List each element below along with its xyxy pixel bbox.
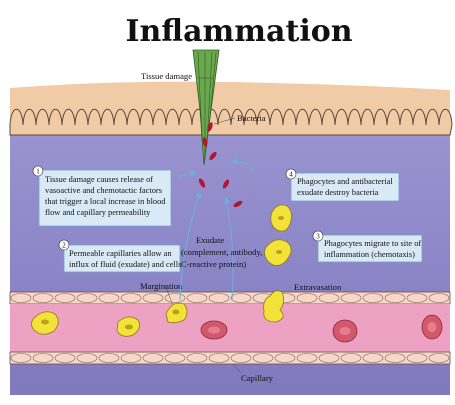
svg-text:1: 1 — [36, 168, 40, 176]
exudate-label-line3: C-reactive protein) — [181, 259, 246, 269]
exudate-label-line2: (complement, antibody, — [181, 247, 262, 257]
callout-2-line: Permeable capillaries allow an — [69, 249, 172, 258]
callout-1-line: that trigger a local increase in blood — [45, 197, 166, 206]
capillary-lumen — [10, 304, 450, 352]
capillary-label: Capillary — [241, 373, 274, 383]
callout-2-line: influx of fluid (exudate) and cells — [69, 260, 181, 269]
svg-text:2: 2 — [62, 242, 66, 250]
margination-label: Margination — [140, 281, 183, 291]
bacteria-label: Bacteria — [237, 113, 266, 123]
callout-1-line: vasoactive and chemotactic factors — [45, 186, 162, 195]
callout-3-line: inflammation (chemotaxis) — [324, 250, 415, 259]
callout-3: 3 Phagocytes migrate to site of inflamma… — [313, 231, 422, 262]
callout-1-line: Tissue damage causes release of — [45, 175, 153, 184]
diagram-title: Inflammation — [125, 14, 352, 49]
tissue-damage-label: Tissue damage — [141, 71, 192, 81]
callout-3-line: Phagocytes migrate to site of — [324, 239, 421, 248]
callout-4: 4 Phagocytes and antibacterial exudate d… — [286, 169, 399, 201]
callout-4-line: Phagocytes and antibacterial — [297, 177, 393, 186]
svg-text:3: 3 — [316, 233, 320, 241]
callout-1: 1 Tissue damage causes release of vasoac… — [33, 166, 171, 226]
svg-text:4: 4 — [289, 171, 293, 179]
vessel-wall-top — [10, 292, 450, 304]
exudate-label: Exudate — [196, 235, 224, 245]
extravasation-label: Extravasation — [294, 282, 342, 292]
vessel-wall-bottom — [10, 352, 450, 364]
callout-1-line: flow and capillary permeability — [45, 208, 151, 217]
callout-4-line: exudate destroy bacteria — [297, 188, 379, 197]
callout-2: 2 Permeable capillaries allow an influx … — [59, 240, 181, 272]
